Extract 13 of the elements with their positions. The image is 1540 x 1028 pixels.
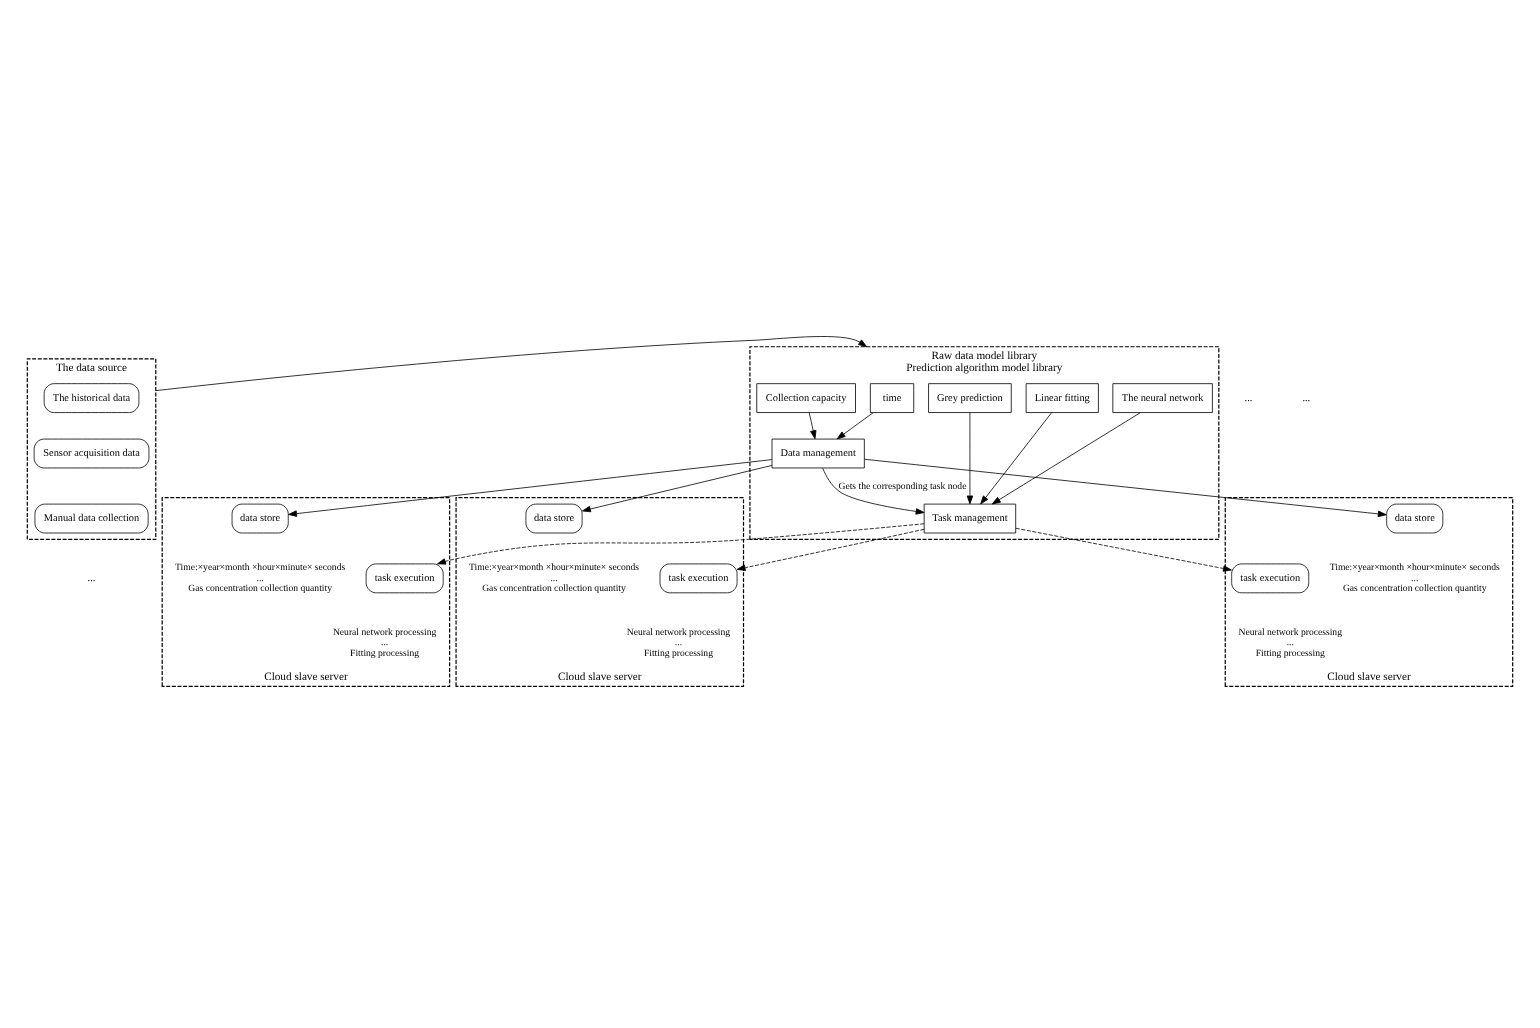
arrow: [155, 336, 868, 392]
arrow: [822, 467, 925, 515]
arrow: [736, 528, 925, 571]
arrow: [581, 465, 773, 513]
arrow: [966, 412, 974, 505]
arrow: [437, 523, 925, 565]
arrow: [288, 459, 773, 517]
arrow: [1015, 527, 1232, 572]
arrow: [808, 412, 817, 440]
arrow: [980, 412, 1052, 505]
arrow: [864, 458, 1387, 518]
arrow: [836, 412, 874, 440]
arrow: [991, 412, 1141, 505]
